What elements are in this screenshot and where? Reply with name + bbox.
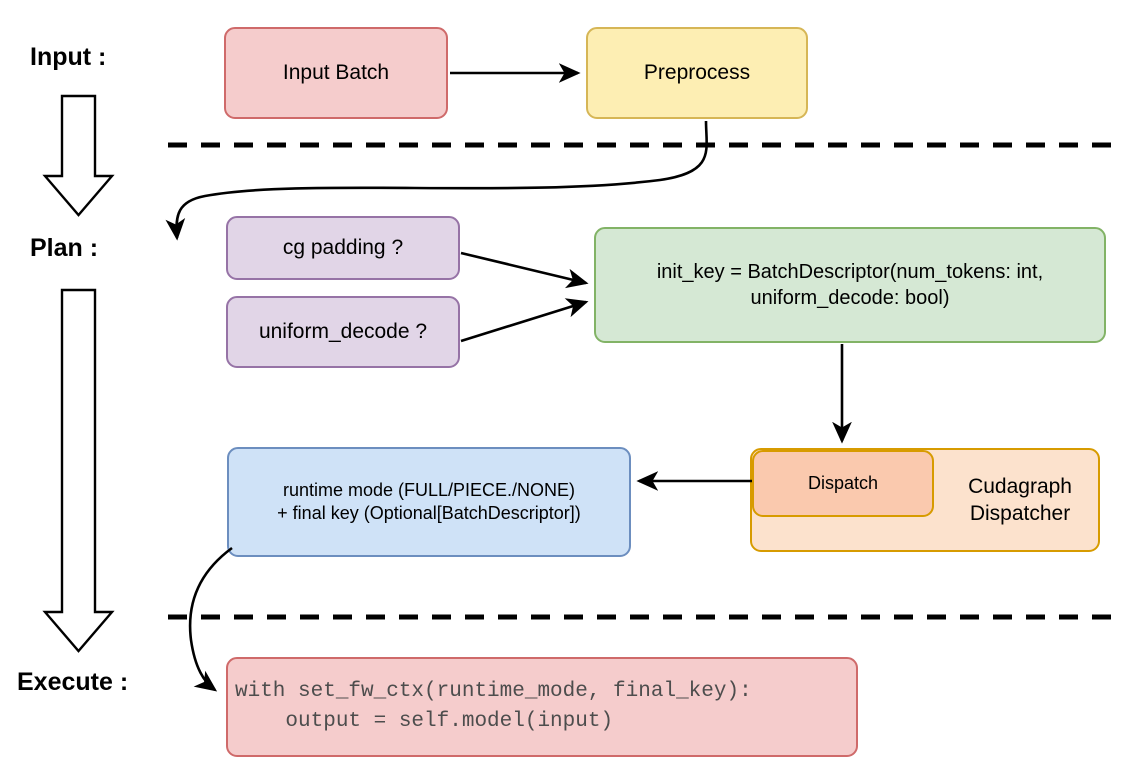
node-code-block[interactable]: with set_fw_ctx(runtime_mode, final_key)… bbox=[226, 657, 858, 757]
flow-arrow-input-to-plan bbox=[42, 94, 115, 217]
node-cudagraph-dispatcher-label: Cudagraph Dispatcher bbox=[968, 474, 1072, 525]
node-cg-padding-label: cg padding ? bbox=[282, 236, 404, 260]
stage-label-plan: Plan : bbox=[30, 234, 99, 262]
stage-label-execute: Execute : bbox=[17, 668, 129, 696]
flow-arrow-plan-to-execute bbox=[42, 288, 115, 653]
node-dispatch[interactable]: Dispatch bbox=[752, 450, 934, 517]
node-preprocess-label: Preprocess bbox=[643, 61, 751, 85]
edge-uniform-decode-to-init-key bbox=[460, 298, 589, 343]
node-init-key-label: init_key = BatchDescriptor(num_tokens: i… bbox=[656, 261, 1044, 309]
edge-cg-padding-to-init-key bbox=[460, 251, 589, 289]
node-init-key[interactable]: init_key = BatchDescriptor(num_tokens: i… bbox=[594, 227, 1106, 343]
stage-label-input: Input : bbox=[30, 43, 107, 71]
node-uniform-decode[interactable]: uniform_decode ? bbox=[226, 296, 460, 368]
node-runtime-mode[interactable]: runtime mode (FULL/PIECE./NONE) + final … bbox=[227, 447, 631, 557]
node-dispatch-label: Dispatch bbox=[807, 472, 879, 493]
node-preprocess[interactable]: Preprocess bbox=[586, 27, 808, 119]
node-runtime-mode-label: runtime mode (FULL/PIECE./NONE) + final … bbox=[277, 479, 581, 523]
node-input-batch-label: Input Batch bbox=[282, 61, 390, 85]
node-code-block-label: with set_fw_ctx(runtime_mode, final_key)… bbox=[235, 679, 752, 733]
node-uniform-decode-label: uniform_decode ? bbox=[258, 320, 428, 344]
node-cg-padding[interactable]: cg padding ? bbox=[226, 216, 460, 280]
node-input-batch[interactable]: Input Batch bbox=[224, 27, 448, 119]
